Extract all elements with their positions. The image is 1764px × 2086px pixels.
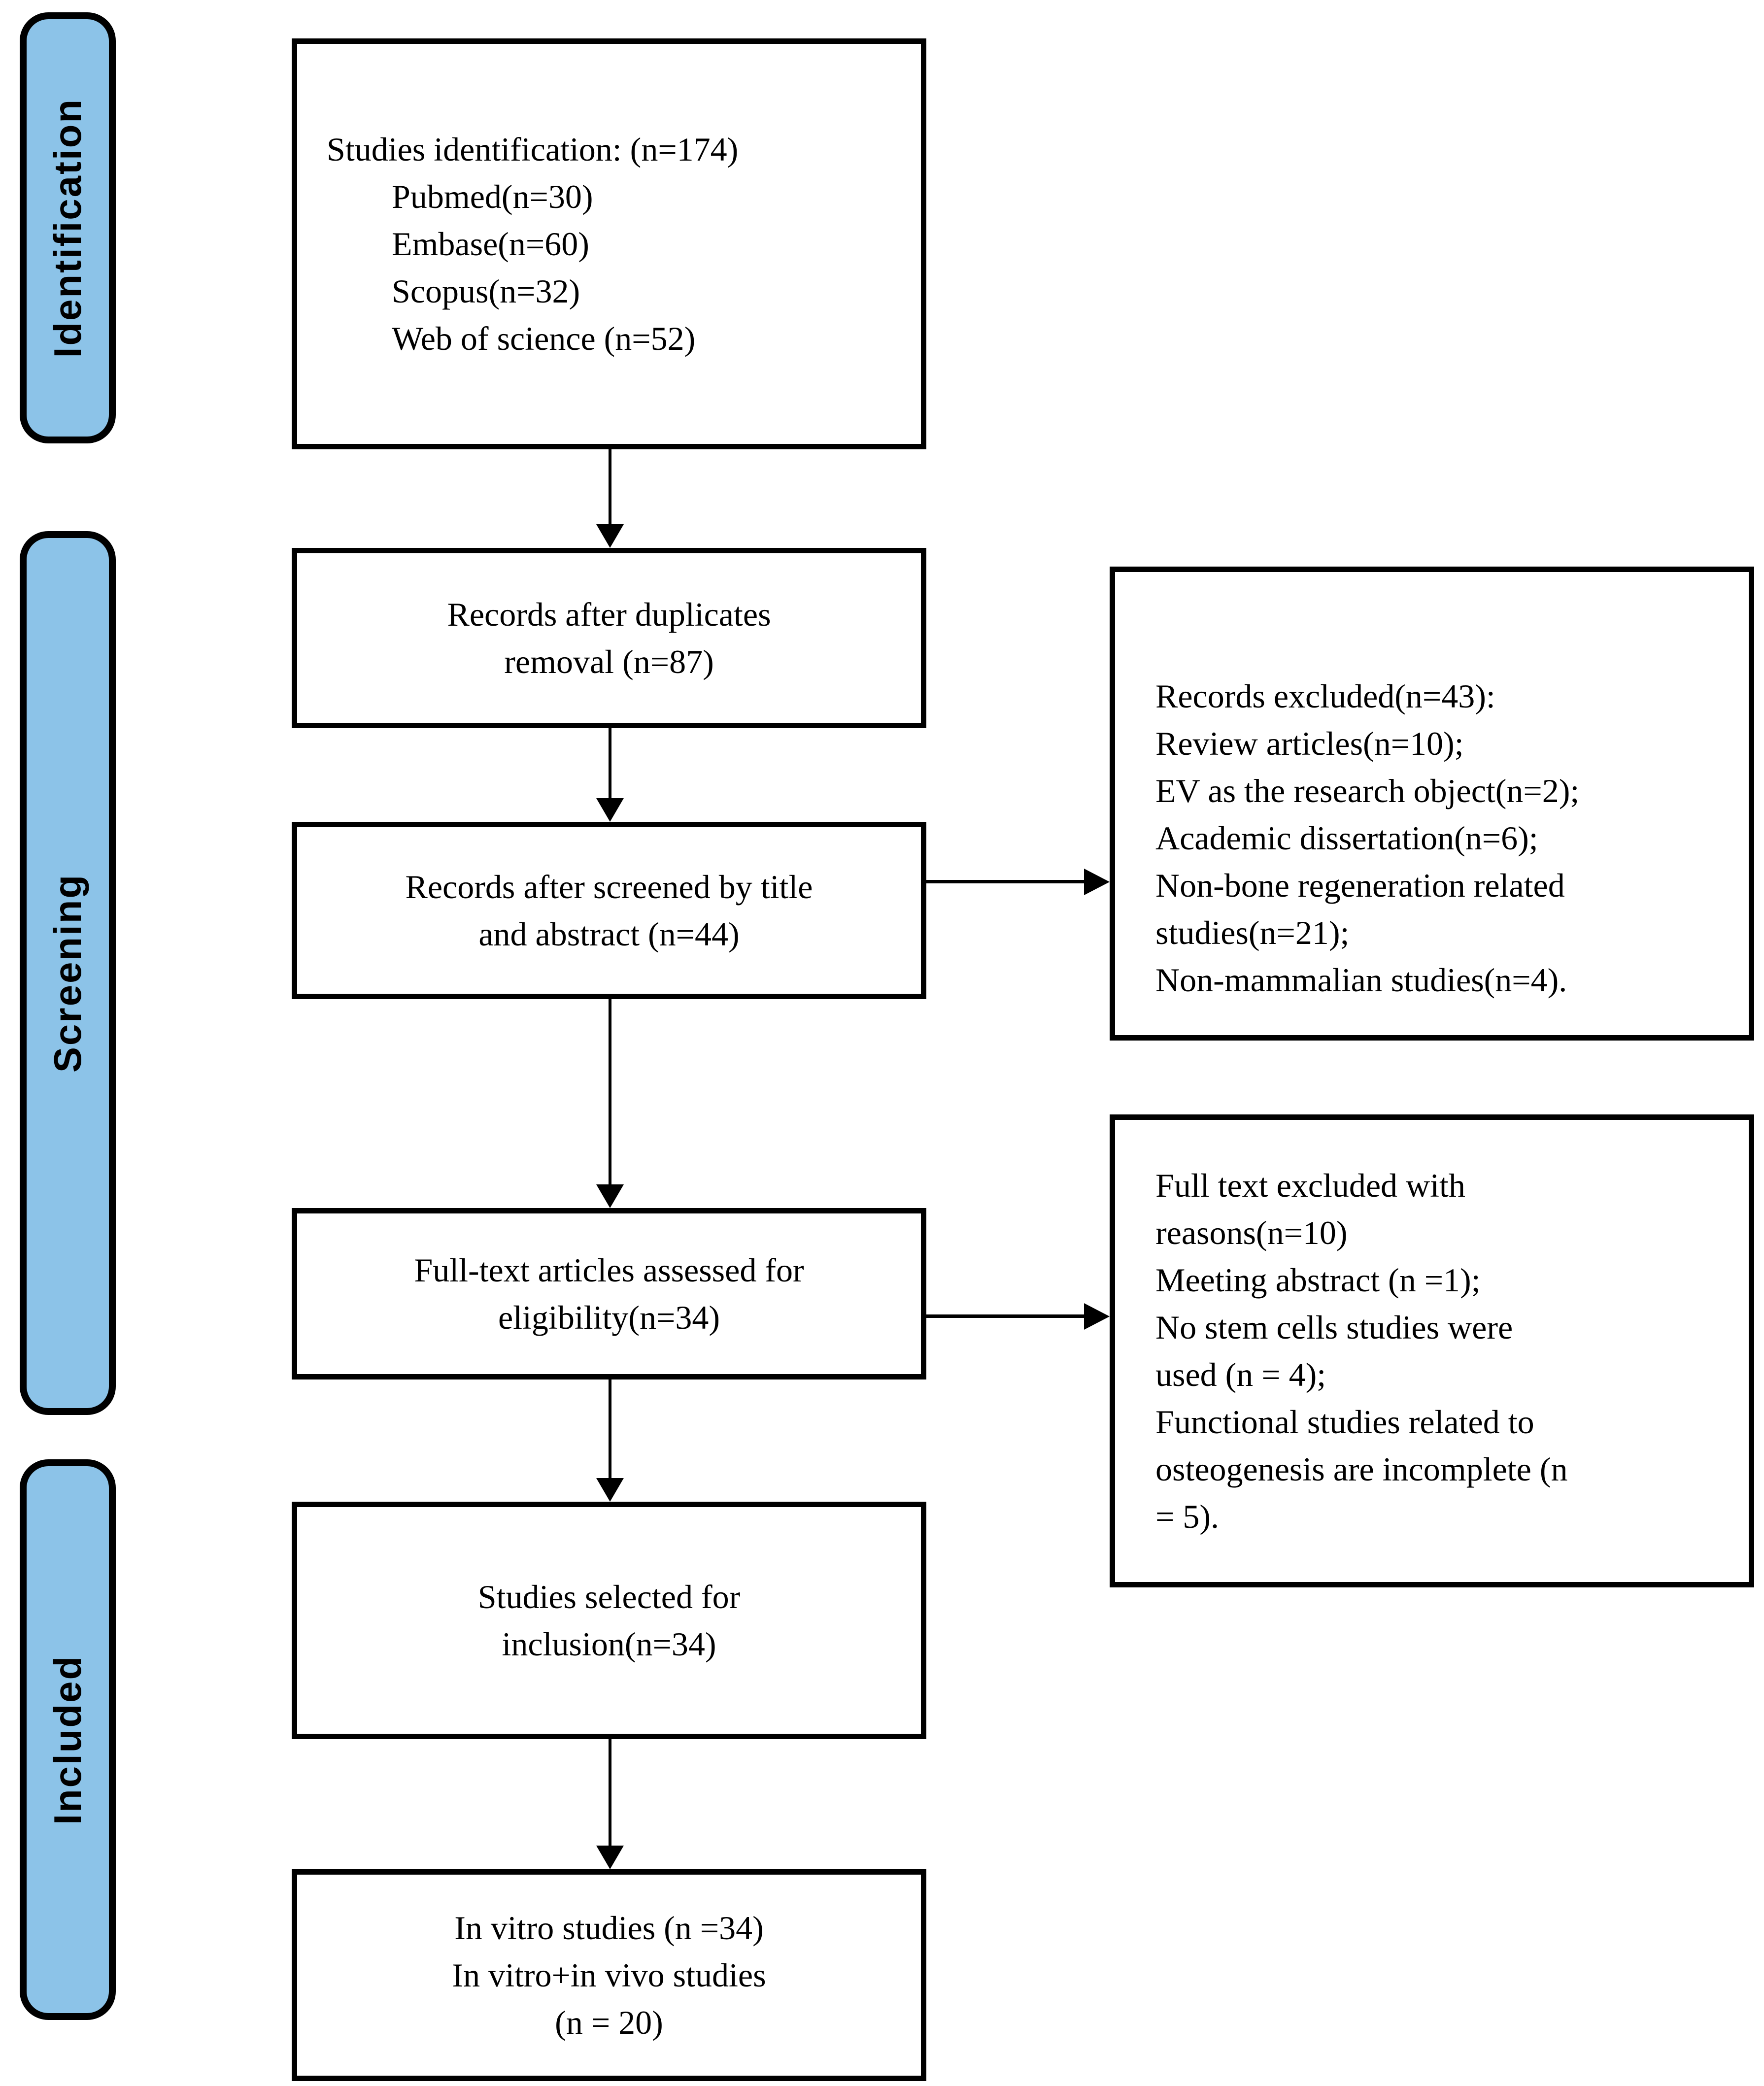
exclusion-box-line: Full text excluded with bbox=[1155, 1167, 1465, 1204]
right-arrow-line-fulltext-excluded bbox=[926, 1314, 1086, 1318]
down-arrow-line-3 bbox=[609, 999, 611, 1186]
exclusion-box-line: Non-mammalian studies(n=4). bbox=[1155, 961, 1567, 999]
stage-tab-identification: Identification bbox=[20, 12, 116, 443]
stage-tab-included: Included bbox=[20, 1459, 116, 2020]
flow-box-line: Studies selected for bbox=[477, 1578, 741, 1615]
down-arrow-head-icon bbox=[596, 1846, 624, 1869]
down-arrow-head-icon bbox=[596, 798, 624, 822]
down-arrow-line-1 bbox=[609, 449, 611, 526]
down-arrow-head-icon bbox=[596, 524, 624, 548]
flow-box-line: Records after duplicates bbox=[447, 596, 771, 633]
exclusion-box-line: Functional studies related to bbox=[1155, 1403, 1534, 1441]
exclusion-box-line: Meeting abstract (n =1); bbox=[1155, 1261, 1481, 1299]
stage-tab-screening-label: Screening bbox=[46, 873, 89, 1073]
exclusion-box-line: Non-bone regeneration related bbox=[1155, 867, 1565, 904]
exclusion-box-line: Records excluded(n=43): bbox=[1155, 677, 1495, 715]
flow-box-line: eligibility(n=34) bbox=[498, 1299, 720, 1336]
flow-box-line: Studies identification: (n=174) bbox=[327, 131, 739, 168]
exclusion-box-line: reasons(n=10) bbox=[1155, 1214, 1348, 1251]
stage-tab-included-label: Included bbox=[46, 1654, 89, 1825]
flow-box-invitro-invivo: In vitro studies (n =34) In vitro+in viv… bbox=[292, 1869, 926, 2081]
flow-box-line: Records after screened by title bbox=[405, 868, 813, 906]
exclusion-box-line: osteogenesis are incomplete (n bbox=[1155, 1450, 1568, 1488]
flow-box-line: and abstract (n=44) bbox=[478, 915, 740, 953]
flow-box-line: In vitro+in vivo studies bbox=[452, 1956, 766, 1994]
exclusion-box-line: studies(n=21); bbox=[1155, 914, 1350, 951]
down-arrow-head-icon bbox=[596, 1184, 624, 1208]
right-arrow-line-records-excluded bbox=[926, 880, 1086, 883]
exclusion-box-line: = 5). bbox=[1155, 1498, 1219, 1535]
flow-box-fulltext-assessed: Full-text articles assessed for eligibil… bbox=[292, 1208, 926, 1379]
exclusion-box-line: No stem cells studies were bbox=[1155, 1309, 1513, 1346]
down-arrow-line-5 bbox=[609, 1739, 611, 1848]
flow-box-studies-identification: Studies identification: (n=174) Pubmed(n… bbox=[292, 38, 926, 449]
flow-box-line: inclusion(n=34) bbox=[502, 1625, 716, 1663]
flow-box-screened-title-abstract: Records after screened by title and abst… bbox=[292, 822, 926, 999]
flow-box-line: In vitro studies (n =34) bbox=[454, 1909, 764, 1947]
flow-box-line: (n = 20) bbox=[555, 2004, 663, 2041]
flow-box-line: removal (n=87) bbox=[504, 643, 714, 680]
exclusion-box-records-excluded: Records excluded(n=43): Review articles(… bbox=[1110, 567, 1754, 1041]
exclusion-box-line: used (n = 4); bbox=[1155, 1356, 1326, 1393]
flow-box-duplicates-removal: Records after duplicates removal (n=87) bbox=[292, 548, 926, 728]
stage-tab-screening: Screening bbox=[20, 531, 116, 1415]
down-arrow-line-2 bbox=[609, 728, 611, 800]
stage-tab-identification-label: Identification bbox=[46, 98, 89, 358]
flow-box-line: Embase(n=60) bbox=[392, 225, 589, 263]
flow-box-line: Pubmed(n=30) bbox=[392, 178, 593, 215]
down-arrow-line-4 bbox=[609, 1379, 611, 1480]
exclusion-box-fulltext-excluded: Full text excluded with reasons(n=10) Me… bbox=[1110, 1114, 1754, 1587]
exclusion-box-line: EV as the research object(n=2); bbox=[1155, 772, 1580, 809]
flow-box-studies-selected: Studies selected for inclusion(n=34) bbox=[292, 1502, 926, 1739]
right-arrow-head-icon bbox=[1084, 869, 1110, 895]
flow-box-line: Full-text articles assessed for bbox=[414, 1251, 804, 1289]
exclusion-box-line: Academic dissertation(n=6); bbox=[1155, 819, 1538, 857]
flow-box-line: Scopus(n=32) bbox=[392, 272, 580, 310]
exclusion-box-line: Review articles(n=10); bbox=[1155, 725, 1464, 762]
down-arrow-head-icon bbox=[596, 1478, 624, 1502]
right-arrow-head-icon bbox=[1084, 1303, 1110, 1330]
flow-box-line: Web of science (n=52) bbox=[392, 320, 696, 357]
